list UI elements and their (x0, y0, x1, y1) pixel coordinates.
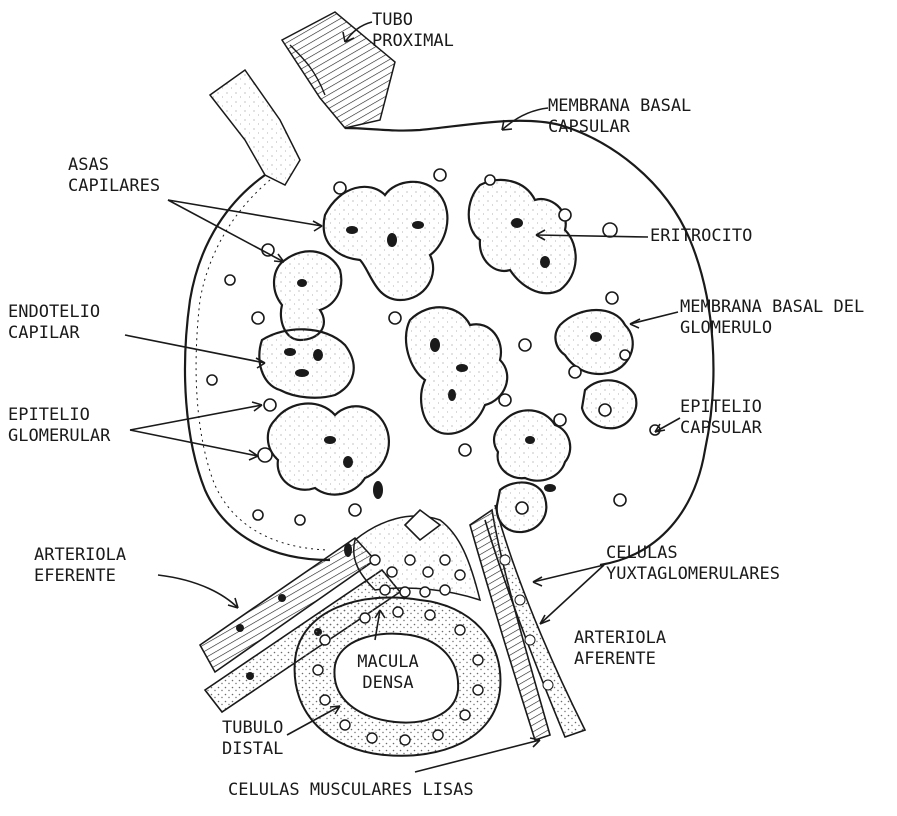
label-line: DENSA (348, 673, 428, 694)
label-line: ASAS (68, 155, 160, 176)
proximal-tubule (210, 12, 395, 185)
label-epitelio-glomerular: EPITELIO GLOMERULAR (8, 405, 110, 447)
label-arteriola-eferente: ARTERIOLA EFERENTE (34, 545, 126, 587)
label-line: PROXIMAL (372, 31, 454, 52)
label-line: CAPILAR (8, 323, 100, 344)
juxtaglomerular-region (354, 510, 480, 600)
label-line: CELULAS (606, 543, 780, 564)
label-line: EPITELIO (8, 405, 110, 426)
label-line: ENDOTELIO (8, 302, 100, 323)
label-epitelio-capsular: EPITELIO CAPSULAR (680, 397, 762, 439)
label-line: EPITELIO (680, 397, 762, 418)
label-line: TUBULO (222, 718, 283, 739)
label-line: MEMBRANA BASAL (548, 96, 691, 117)
label-line: TUBO (372, 10, 454, 31)
label-line: MACULA (348, 652, 428, 673)
label-line: CAPSULAR (680, 418, 762, 439)
label-membrana-basal-glomerulo: MEMBRANA BASAL DEL GLOMERULO (680, 297, 864, 339)
label-celulas-yuxtaglomerulares: CELULAS YUXTAGLOMERULARES (606, 543, 780, 585)
label-line: ERITROCITO (650, 226, 752, 247)
label-arteriola-aferente: ARTERIOLA AFERENTE (574, 628, 666, 670)
label-line: CELULAS MUSCULARES LISAS (228, 780, 474, 801)
label-line: DISTAL (222, 739, 283, 760)
label-tubulo-distal: TUBULO DISTAL (222, 718, 283, 760)
label-macula-densa: MACULA DENSA (348, 652, 428, 694)
label-line: EFERENTE (34, 566, 126, 587)
label-eritrocito: ERITROCITO (650, 226, 752, 247)
label-line: ARTERIOLA (574, 628, 666, 649)
label-line: AFERENTE (574, 649, 666, 670)
label-celulas-musculares-lisas: CELULAS MUSCULARES LISAS (228, 780, 474, 801)
label-endotelio-capilar: ENDOTELIO CAPILAR (8, 302, 100, 344)
label-line: CAPSULAR (548, 117, 691, 138)
label-membrana-basal-capsular: MEMBRANA BASAL CAPSULAR (548, 96, 691, 138)
label-asas-capilares: ASAS CAPILARES (68, 155, 160, 197)
label-line: GLOMERULAR (8, 426, 110, 447)
label-line: CAPILARES (68, 176, 160, 197)
label-line: MEMBRANA BASAL DEL (680, 297, 864, 318)
label-tubo-proximal: TUBO PROXIMAL (372, 10, 454, 52)
label-line: ARTERIOLA (34, 545, 126, 566)
label-line: YUXTAGLOMERULARES (606, 564, 780, 585)
label-line: GLOMERULO (680, 318, 864, 339)
